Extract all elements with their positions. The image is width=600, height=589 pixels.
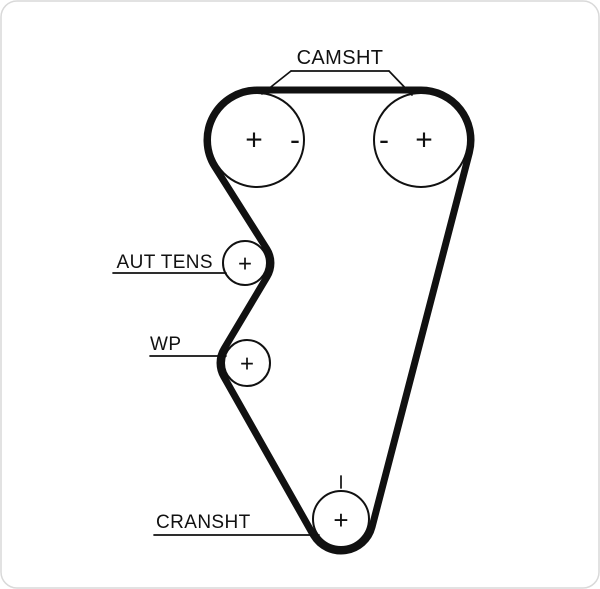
crankshaft-plus-mark: +	[333, 505, 348, 535]
water-pump-label: WP	[150, 334, 181, 355]
cam-left-plus-mark: +	[245, 124, 263, 157]
tensioner-pulley	[222, 240, 268, 286]
camshaft-leader-right	[388, 70, 413, 96]
water-pump-plus-mark: +	[240, 351, 254, 378]
crankshaft-pulley	[312, 490, 370, 548]
cam-left-minus-mark: -	[290, 124, 300, 157]
tensioner-plus-mark: +	[238, 251, 252, 278]
tensioner-label: AUT TENS	[117, 252, 213, 273]
cam-right-plus-mark: +	[415, 124, 433, 157]
water-pump-pulley	[223, 339, 271, 387]
cam-right-minus-mark: -	[379, 124, 389, 157]
camshaft-leader-left	[261, 70, 292, 95]
crankshaft-label: CRANSHT	[156, 512, 251, 533]
timing-belt-path	[203, 86, 475, 555]
camshaft-label: CAMSHT	[297, 47, 384, 69]
